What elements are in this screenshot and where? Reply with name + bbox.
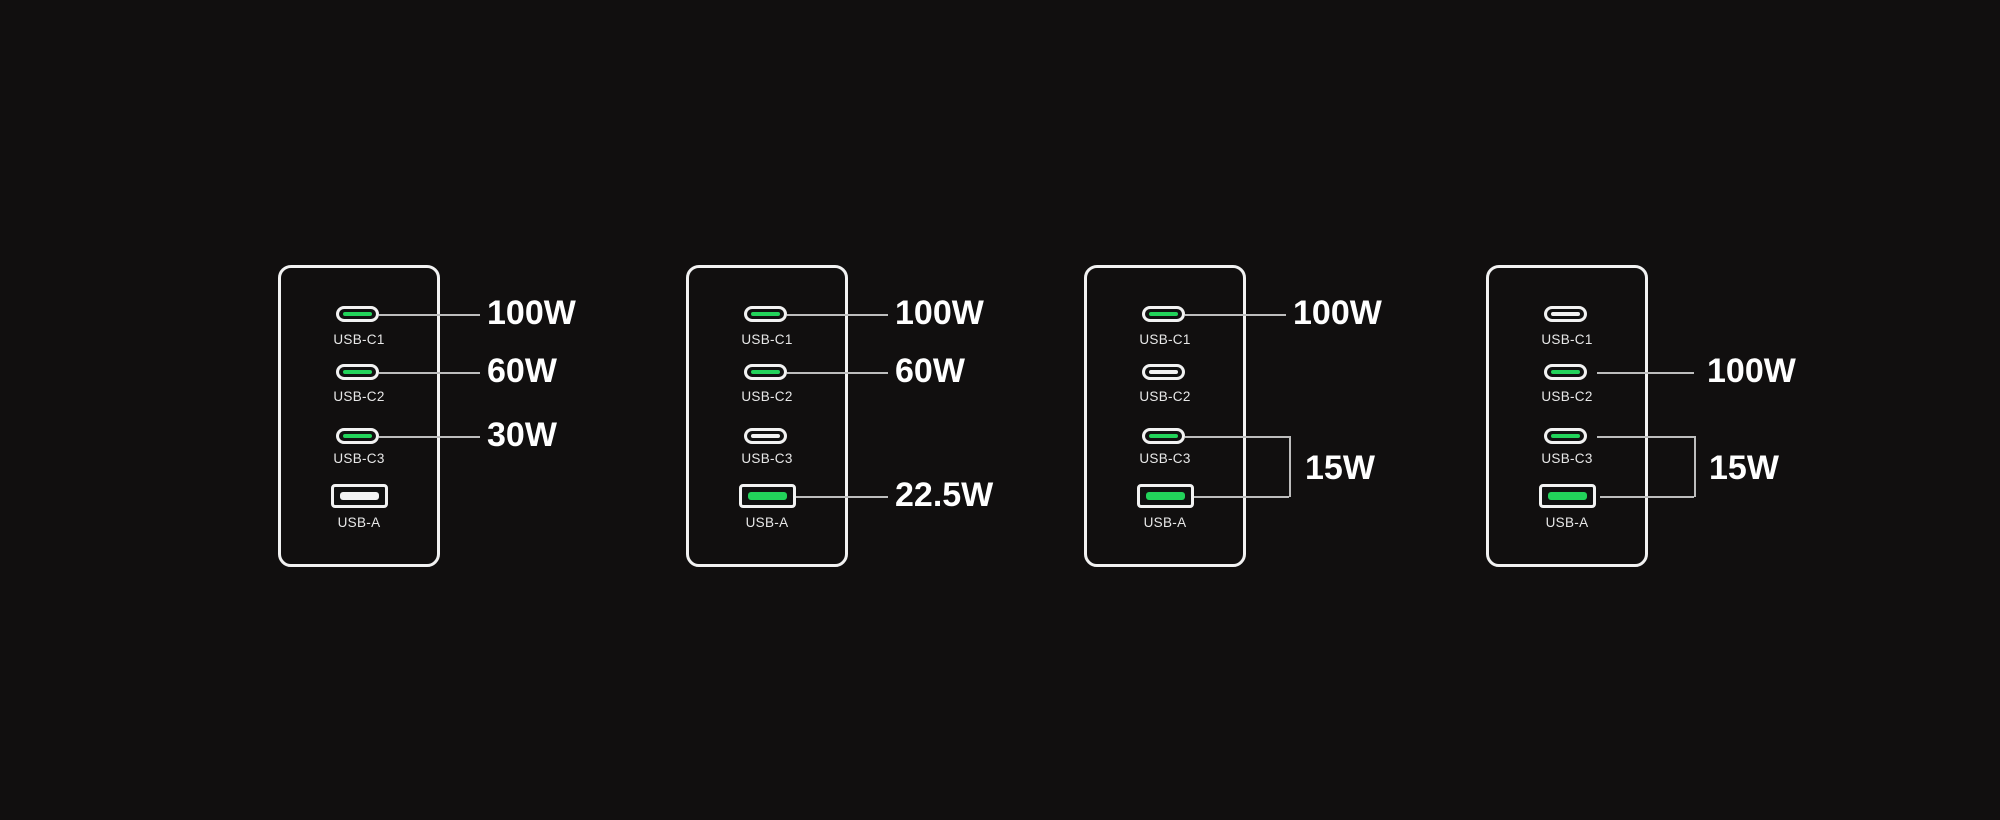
usb-a-port [1137,484,1194,508]
usb-c2-label: USB-C2 [741,389,793,404]
usb-c3-label: USB-C3 [741,451,793,466]
usb-c1-wattage: 100W [895,294,984,332]
bracket-line [1185,436,1289,438]
usb-c3-label: USB-C3 [1541,451,1593,466]
usb-c1-port [1142,306,1185,322]
connector-line [787,372,888,374]
connector-line [796,496,888,498]
usb-c3-port [744,428,787,444]
charger-outline [1084,265,1246,567]
bracket-line [1600,496,1694,498]
connector-line [787,314,888,316]
connector-line [379,314,480,316]
charger-outline [278,265,440,567]
usb-c1-label: USB-C1 [741,332,793,347]
bracket-line [1597,436,1694,438]
usb-c1-label: USB-C1 [1541,332,1593,347]
usb-a-port [331,484,388,508]
usb-a-port [739,484,796,508]
connector-line [379,436,480,438]
usb-c1-port [744,306,787,322]
usb-c2-port [1142,364,1185,380]
shared-wattage: 15W [1709,449,1779,487]
bracket-line [1289,436,1291,497]
usb-c2-port [1544,364,1587,380]
usb-c2-label: USB-C2 [1541,389,1593,404]
charger-config-4: USB-C1 USB-C2 USB-C3 USB-A 100W 15W [1486,265,1796,567]
charger-config-1: USB-C1 USB-C2 USB-C3 USB-A 100W 60W 30W [278,265,576,567]
usb-c1-wattage: 100W [487,294,576,332]
usb-c3-label: USB-C3 [1139,451,1191,466]
usb-c2-wattage: 60W [487,352,557,390]
usb-a-port [1539,484,1596,508]
usb-a-label: USB-A [745,515,789,530]
usb-c2-port [744,364,787,380]
usb-c2-wattage: 60W [895,352,965,390]
connector-line [1185,314,1286,316]
connector-line [379,372,480,374]
bracket-line [1694,436,1696,497]
usb-c2-label: USB-C2 [333,389,385,404]
usb-c1-label: USB-C1 [333,332,385,347]
charger-config-3: USB-C1 USB-C2 USB-C3 USB-A 100W 15W [1084,265,1382,567]
charger-outline [1486,265,1648,567]
usb-a-wattage: 22.5W [895,476,994,514]
charger-outline [686,265,848,567]
usb-a-label: USB-A [1545,515,1589,530]
usb-c2-label: USB-C2 [1139,389,1191,404]
connector-line [1597,372,1694,374]
usb-a-label: USB-A [1143,515,1187,530]
usb-c2-port [336,364,379,380]
charger-config-2: USB-C1 USB-C2 USB-C3 USB-A 100W 60W 22.5… [686,265,993,567]
usb-c1-wattage: 100W [1293,294,1382,332]
usb-c3-wattage: 30W [487,416,557,454]
bracket-line [1194,496,1289,498]
usb-c1-label: USB-C1 [1139,332,1191,347]
usb-c3-port [336,428,379,444]
usb-c3-port [1544,428,1587,444]
usb-c1-port [1544,306,1587,322]
usb-a-label: USB-A [337,515,381,530]
usb-c3-port [1142,428,1185,444]
usb-c1-port [336,306,379,322]
usb-c3-label: USB-C3 [333,451,385,466]
shared-wattage: 15W [1305,449,1375,487]
usb-c2-wattage: 100W [1707,352,1796,390]
